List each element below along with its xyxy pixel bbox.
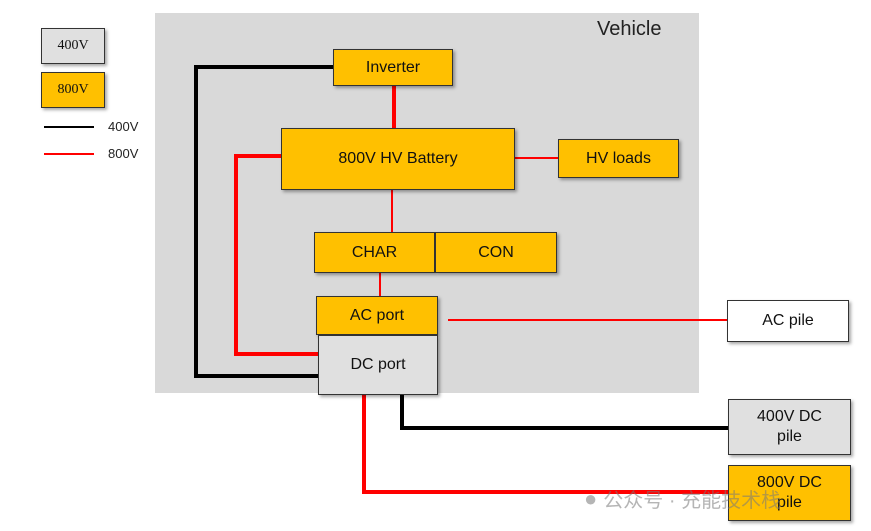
charger-block: CHAR (314, 232, 435, 273)
wire-battery-dc-port-800v (234, 154, 318, 356)
wechat-icon: ● (584, 485, 598, 511)
converter-block: CON (435, 232, 557, 273)
ac-port-block: AC port (316, 296, 438, 335)
dc-800v-pile-line2: pile (777, 494, 802, 511)
vehicle-label: Vehicle (597, 18, 662, 40)
legend-400v-box: 400V (41, 28, 105, 64)
watermark-text: 公众号 · 充能技术栈 (603, 490, 782, 512)
dc-400v-pile-line1: 400V DC (757, 408, 822, 425)
inverter-block: Inverter (333, 49, 453, 86)
dc-800v-pile-line1: 800V DC (757, 474, 822, 491)
dc-400v-pile-line2: pile (777, 428, 802, 445)
watermark: ● 公众号 · 充能技术栈 (584, 484, 781, 513)
dc-800v-pile-block: 800V DC pile (728, 465, 851, 521)
ac-pile-block: AC pile (727, 300, 849, 342)
hv-battery-block: 800V HV Battery (281, 128, 515, 190)
dc-400v-pile-block: 400V DC pile (728, 399, 851, 455)
wire-inverter-dc-port-400v (194, 65, 333, 378)
hv-loads-block: HV loads (558, 139, 679, 178)
dc-port-block: DC port (318, 335, 438, 395)
wire-dc-port-800v-pile (362, 395, 728, 494)
wire-dc-port-400v-pile (400, 395, 728, 430)
legend-800v-box: 800V (41, 72, 105, 108)
legend-line-400-label: 400V (108, 119, 139, 134)
legend-line-800-label: 800V (108, 146, 139, 161)
